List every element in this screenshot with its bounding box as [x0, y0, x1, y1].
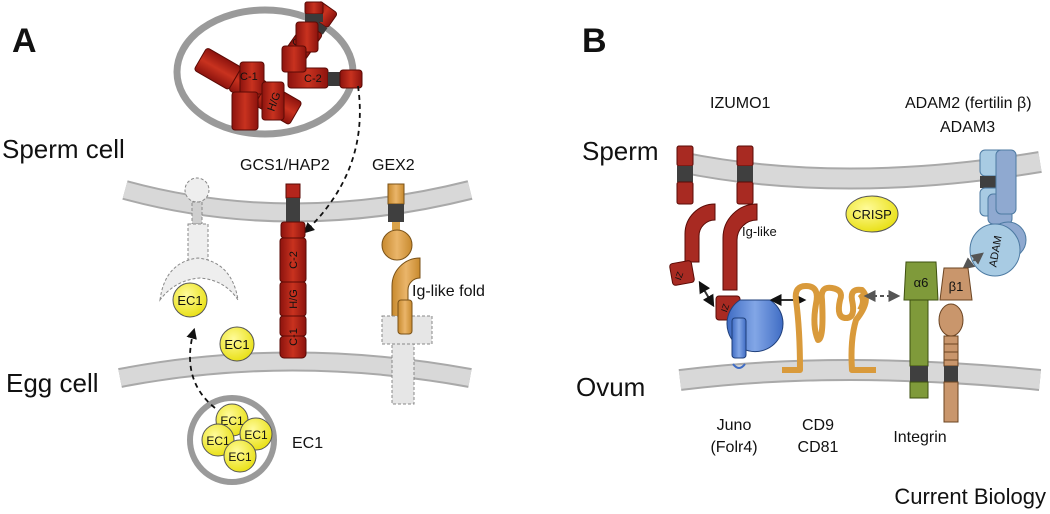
- izumo1-left: IZ: [669, 145, 716, 286]
- svg-text:EC1: EC1: [244, 428, 268, 442]
- egg-vesicle: [187, 395, 277, 485]
- svg-text:α6: α6: [914, 275, 929, 290]
- gcs1-protein: C-2 H/G C-1: [279, 183, 307, 359]
- cd81-label: CD81: [798, 439, 839, 456]
- egg-cell-label: Egg cell: [6, 368, 99, 398]
- panel-a-letter: A: [12, 22, 37, 60]
- svg-text:EC1: EC1: [206, 434, 230, 448]
- sperm-label: Sperm: [582, 136, 659, 166]
- svg-text:CRISP: CRISP: [852, 207, 892, 222]
- ovum-label: Ovum: [576, 372, 645, 402]
- integrin-alpha6: α6: [903, 261, 939, 399]
- gcs1-hg-label: H/G: [288, 289, 300, 309]
- journal-footer: Current Biology: [894, 484, 1046, 509]
- gex2-label: GEX2: [372, 157, 415, 174]
- gex2-protein: [381, 183, 433, 405]
- svg-text:ADAM: ADAM: [987, 235, 1004, 268]
- adam-protein: ADAM: [969, 149, 1027, 277]
- adam-label-1: ADAM2 (fertilin β): [905, 95, 1032, 112]
- svg-text:EC1: EC1: [224, 337, 249, 352]
- gcs1-label: GCS1/HAP2: [240, 157, 330, 174]
- ec1-vesicle-label: EC1: [292, 435, 323, 452]
- ig-like-fold-label: Ig-like fold: [412, 283, 485, 300]
- ghost-receptor: [159, 177, 239, 302]
- svg-text:IZ: IZ: [673, 270, 685, 281]
- svg-text:β1: β1: [949, 279, 964, 294]
- izumo1-label: IZUMO1: [710, 95, 771, 112]
- vesicle-c2-label: C-2: [304, 73, 322, 85]
- cd9-tetraspanin: [782, 283, 876, 373]
- cd9-label: CD9: [802, 417, 834, 434]
- juno-protein: [726, 299, 784, 369]
- svg-text:EC1: EC1: [220, 414, 244, 428]
- adam-integrin-arrow: [962, 252, 984, 270]
- ec1-bound: EC1: [172, 282, 208, 318]
- crisp-protein: CRISP: [845, 195, 899, 233]
- gcs1-vesicle-vertical: C-1 C-2 H/G: [231, 1, 363, 131]
- ig-like-label: Ig-like: [742, 224, 777, 239]
- gcs1-c2-label: C-2: [288, 251, 300, 269]
- panel-b-letter: B: [582, 22, 607, 60]
- ec1-secretion-arrow: [186, 327, 216, 409]
- iz-juno-arrow: [698, 280, 715, 308]
- sperm-cell-label: Sperm cell: [2, 134, 125, 164]
- integrin-beta1: β1: [938, 267, 973, 423]
- izumo1-right: IZ: [715, 145, 758, 321]
- ec1-free: EC1: [219, 326, 255, 362]
- juno-label-1: Juno: [717, 417, 752, 434]
- integrin-label: Integrin: [893, 429, 946, 446]
- svg-text:EC1: EC1: [228, 450, 252, 464]
- svg-text:IZ: IZ: [719, 302, 731, 313]
- gcs1-transport-arrow: [303, 85, 361, 234]
- adam-label-2: ADAM3: [940, 119, 995, 136]
- juno-label-2: (Folr4): [710, 439, 757, 456]
- svg-text:EC1: EC1: [177, 293, 202, 308]
- ec1-cluster: EC1 EC1 EC1 EC1: [201, 403, 273, 473]
- gcs1-c1-label: C-1: [288, 328, 300, 346]
- vesicle-c1-label: C-1: [240, 71, 258, 83]
